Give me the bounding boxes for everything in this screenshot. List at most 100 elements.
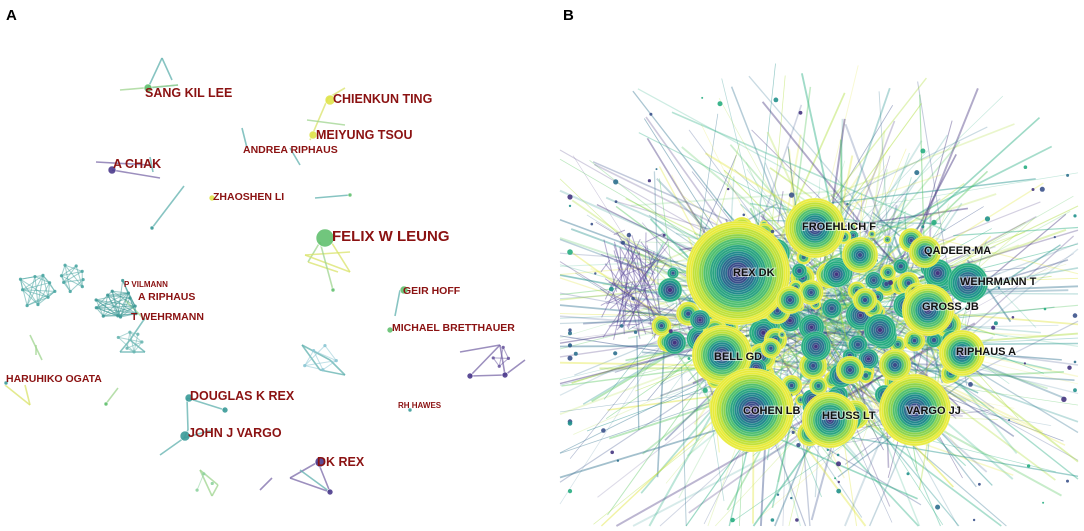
- edge: [600, 288, 633, 306]
- edge: [118, 336, 143, 343]
- edge: [504, 359, 526, 376]
- node: [1073, 214, 1077, 218]
- edge: [502, 347, 509, 359]
- edge: [304, 345, 326, 366]
- panel-b-nodes: [567, 96, 1078, 523]
- edge: [878, 91, 895, 342]
- cited-author-node: [863, 313, 897, 347]
- node: [796, 443, 801, 448]
- edge: [314, 194, 351, 199]
- node: [921, 225, 925, 229]
- cited-author-label-cohen-lb: COHEN LB: [743, 405, 801, 417]
- edge: [459, 344, 501, 353]
- author-node: [103, 401, 109, 407]
- cited-author-label-rex-dk: REX DK: [733, 267, 775, 279]
- edge: [624, 232, 630, 325]
- edge: [910, 248, 1079, 384]
- node: [837, 480, 840, 484]
- edge: [24, 384, 31, 406]
- cited-author-node: [835, 355, 865, 385]
- node: [619, 324, 624, 328]
- cited-author-label-wehrmann-t: WEHRMANN T: [960, 276, 1037, 288]
- cited-author-label-froehlich-f: FROEHLICH F: [802, 221, 876, 233]
- edge: [642, 248, 668, 260]
- node: [907, 341, 911, 345]
- node: [41, 273, 45, 277]
- node: [702, 387, 708, 393]
- edge: [601, 253, 637, 268]
- edge: [604, 278, 657, 315]
- edge: [161, 57, 173, 81]
- edge: [20, 278, 39, 305]
- node: [118, 315, 123, 319]
- node: [133, 304, 137, 308]
- edge: [810, 140, 923, 322]
- author-node: [347, 192, 353, 198]
- edge: [638, 251, 654, 335]
- node: [94, 298, 98, 302]
- edge: [26, 275, 44, 306]
- edge: [304, 251, 351, 256]
- edge: [791, 297, 811, 527]
- node: [826, 448, 829, 452]
- cited-author-node: [798, 279, 824, 306]
- node: [210, 481, 214, 486]
- cited-author-node: [775, 285, 805, 315]
- edge: [289, 477, 331, 493]
- node: [1023, 362, 1026, 365]
- cited-author-label-vargo-jj: VARGO JJ: [906, 405, 961, 417]
- node: [836, 488, 842, 494]
- edge: [95, 299, 104, 317]
- node: [770, 518, 775, 522]
- node: [568, 343, 572, 347]
- node: [931, 219, 937, 226]
- edge: [615, 322, 976, 527]
- edge: [117, 280, 124, 316]
- node: [125, 346, 129, 350]
- edge: [34, 276, 50, 284]
- edge: [64, 264, 83, 272]
- edge: [864, 304, 1079, 325]
- node: [68, 289, 72, 294]
- node: [323, 343, 327, 348]
- node: [798, 110, 803, 115]
- author-label-haruhiko-ogata: HARUHIKO OGATA: [6, 373, 102, 385]
- node: [880, 389, 883, 392]
- edge: [608, 281, 650, 292]
- node: [791, 430, 795, 434]
- edge: [621, 261, 656, 302]
- edge: [636, 296, 941, 376]
- edge: [499, 344, 506, 376]
- cited-author-node: [663, 331, 687, 355]
- node: [1053, 236, 1056, 239]
- edge: [96, 292, 129, 309]
- edge: [394, 289, 401, 317]
- edge: [61, 265, 66, 276]
- edge: [825, 293, 921, 527]
- node: [1067, 365, 1072, 370]
- node: [662, 233, 666, 237]
- edge: [304, 350, 315, 366]
- edge: [602, 239, 669, 338]
- edge: [186, 397, 226, 411]
- node: [727, 187, 730, 191]
- node: [1042, 501, 1045, 504]
- edge: [22, 274, 44, 291]
- edge: [635, 254, 643, 289]
- edge: [61, 275, 83, 288]
- cited-author-node: [893, 258, 909, 274]
- author-node: [326, 488, 334, 496]
- edge: [559, 423, 737, 479]
- edge: [601, 238, 641, 318]
- node: [1008, 419, 1011, 422]
- edge: [626, 268, 641, 292]
- node: [1026, 464, 1031, 468]
- edge: [787, 148, 907, 428]
- edge: [129, 331, 143, 343]
- edge: [122, 280, 129, 294]
- node: [836, 453, 840, 457]
- cited-author-node: [908, 235, 942, 269]
- node: [63, 263, 67, 267]
